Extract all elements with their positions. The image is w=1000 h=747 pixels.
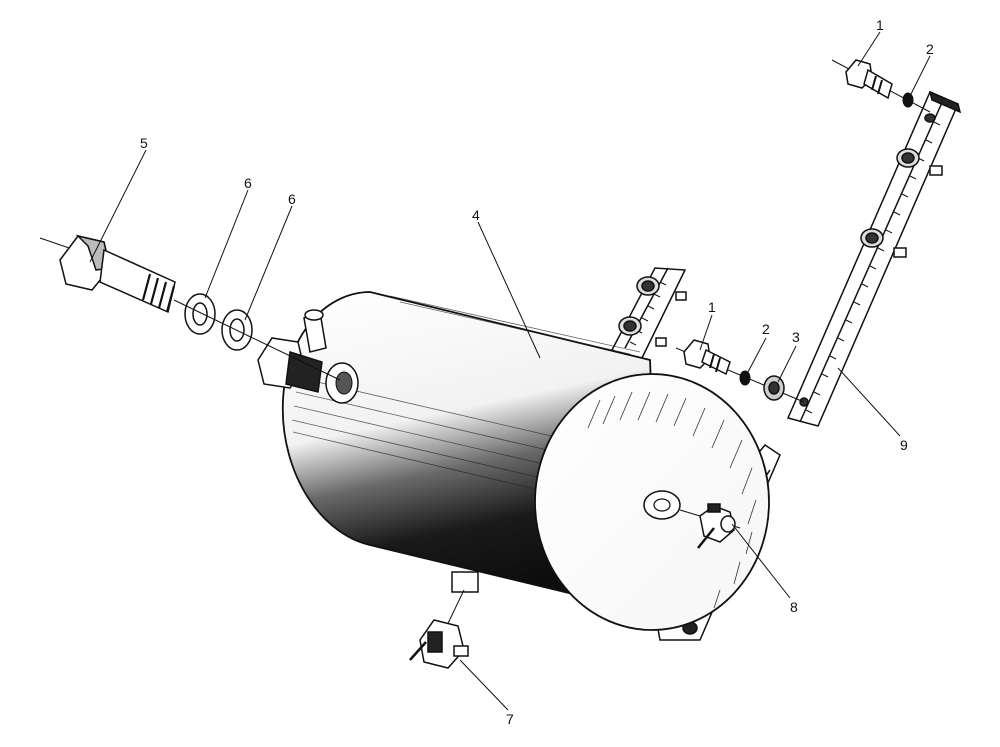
callout-1-middle: 1: [708, 299, 716, 315]
callout-1-upper: 1: [876, 17, 884, 33]
drain-valve: [409, 589, 469, 669]
callout-7: 7: [506, 711, 514, 727]
long-bracket-nut-upper: [896, 148, 943, 176]
gasket-left: [184, 293, 216, 335]
upper-washer: [902, 92, 914, 108]
hanger-bracket-left: [610, 267, 687, 363]
large-hex-bolt: [39, 234, 176, 314]
callout-labels: 5 6 6 4 1 2 1 2 3 9 8 7: [140, 17, 934, 727]
callout-8: 8: [790, 599, 798, 615]
bolt-threads: [141, 273, 176, 313]
tank-hatching: [291, 295, 641, 493]
callout-9: 9: [900, 437, 908, 453]
callout-2-middle: 2: [762, 321, 770, 337]
union-fitting: [173, 299, 341, 393]
long-bracket-nut-lower: [860, 228, 907, 258]
bracket-nut-lower: [618, 316, 642, 336]
tank-body: [281, 291, 770, 631]
bracket-nut-upper: [636, 276, 660, 296]
middle-nut: [763, 375, 785, 401]
callout-2-upper: 2: [926, 41, 934, 57]
callout-4: 4: [472, 207, 480, 223]
end-cap-hatching: [587, 391, 757, 609]
side-boss: [325, 362, 359, 404]
long-bracket-ticks: [805, 121, 941, 414]
callout-6-right: 6: [288, 191, 296, 207]
end-cap-valve: [679, 503, 741, 549]
long-bracket: [786, 90, 962, 427]
end-cap-boss: [643, 490, 681, 520]
middle-screw: [675, 339, 805, 403]
leader-lines: [89, 31, 931, 711]
bottom-boss: [451, 571, 479, 593]
callout-5: 5: [140, 135, 148, 151]
callout-3: 3: [792, 329, 800, 345]
middle-washer: [739, 370, 751, 386]
callout-6-left: 6: [244, 175, 252, 191]
upper-screw: [831, 59, 931, 113]
